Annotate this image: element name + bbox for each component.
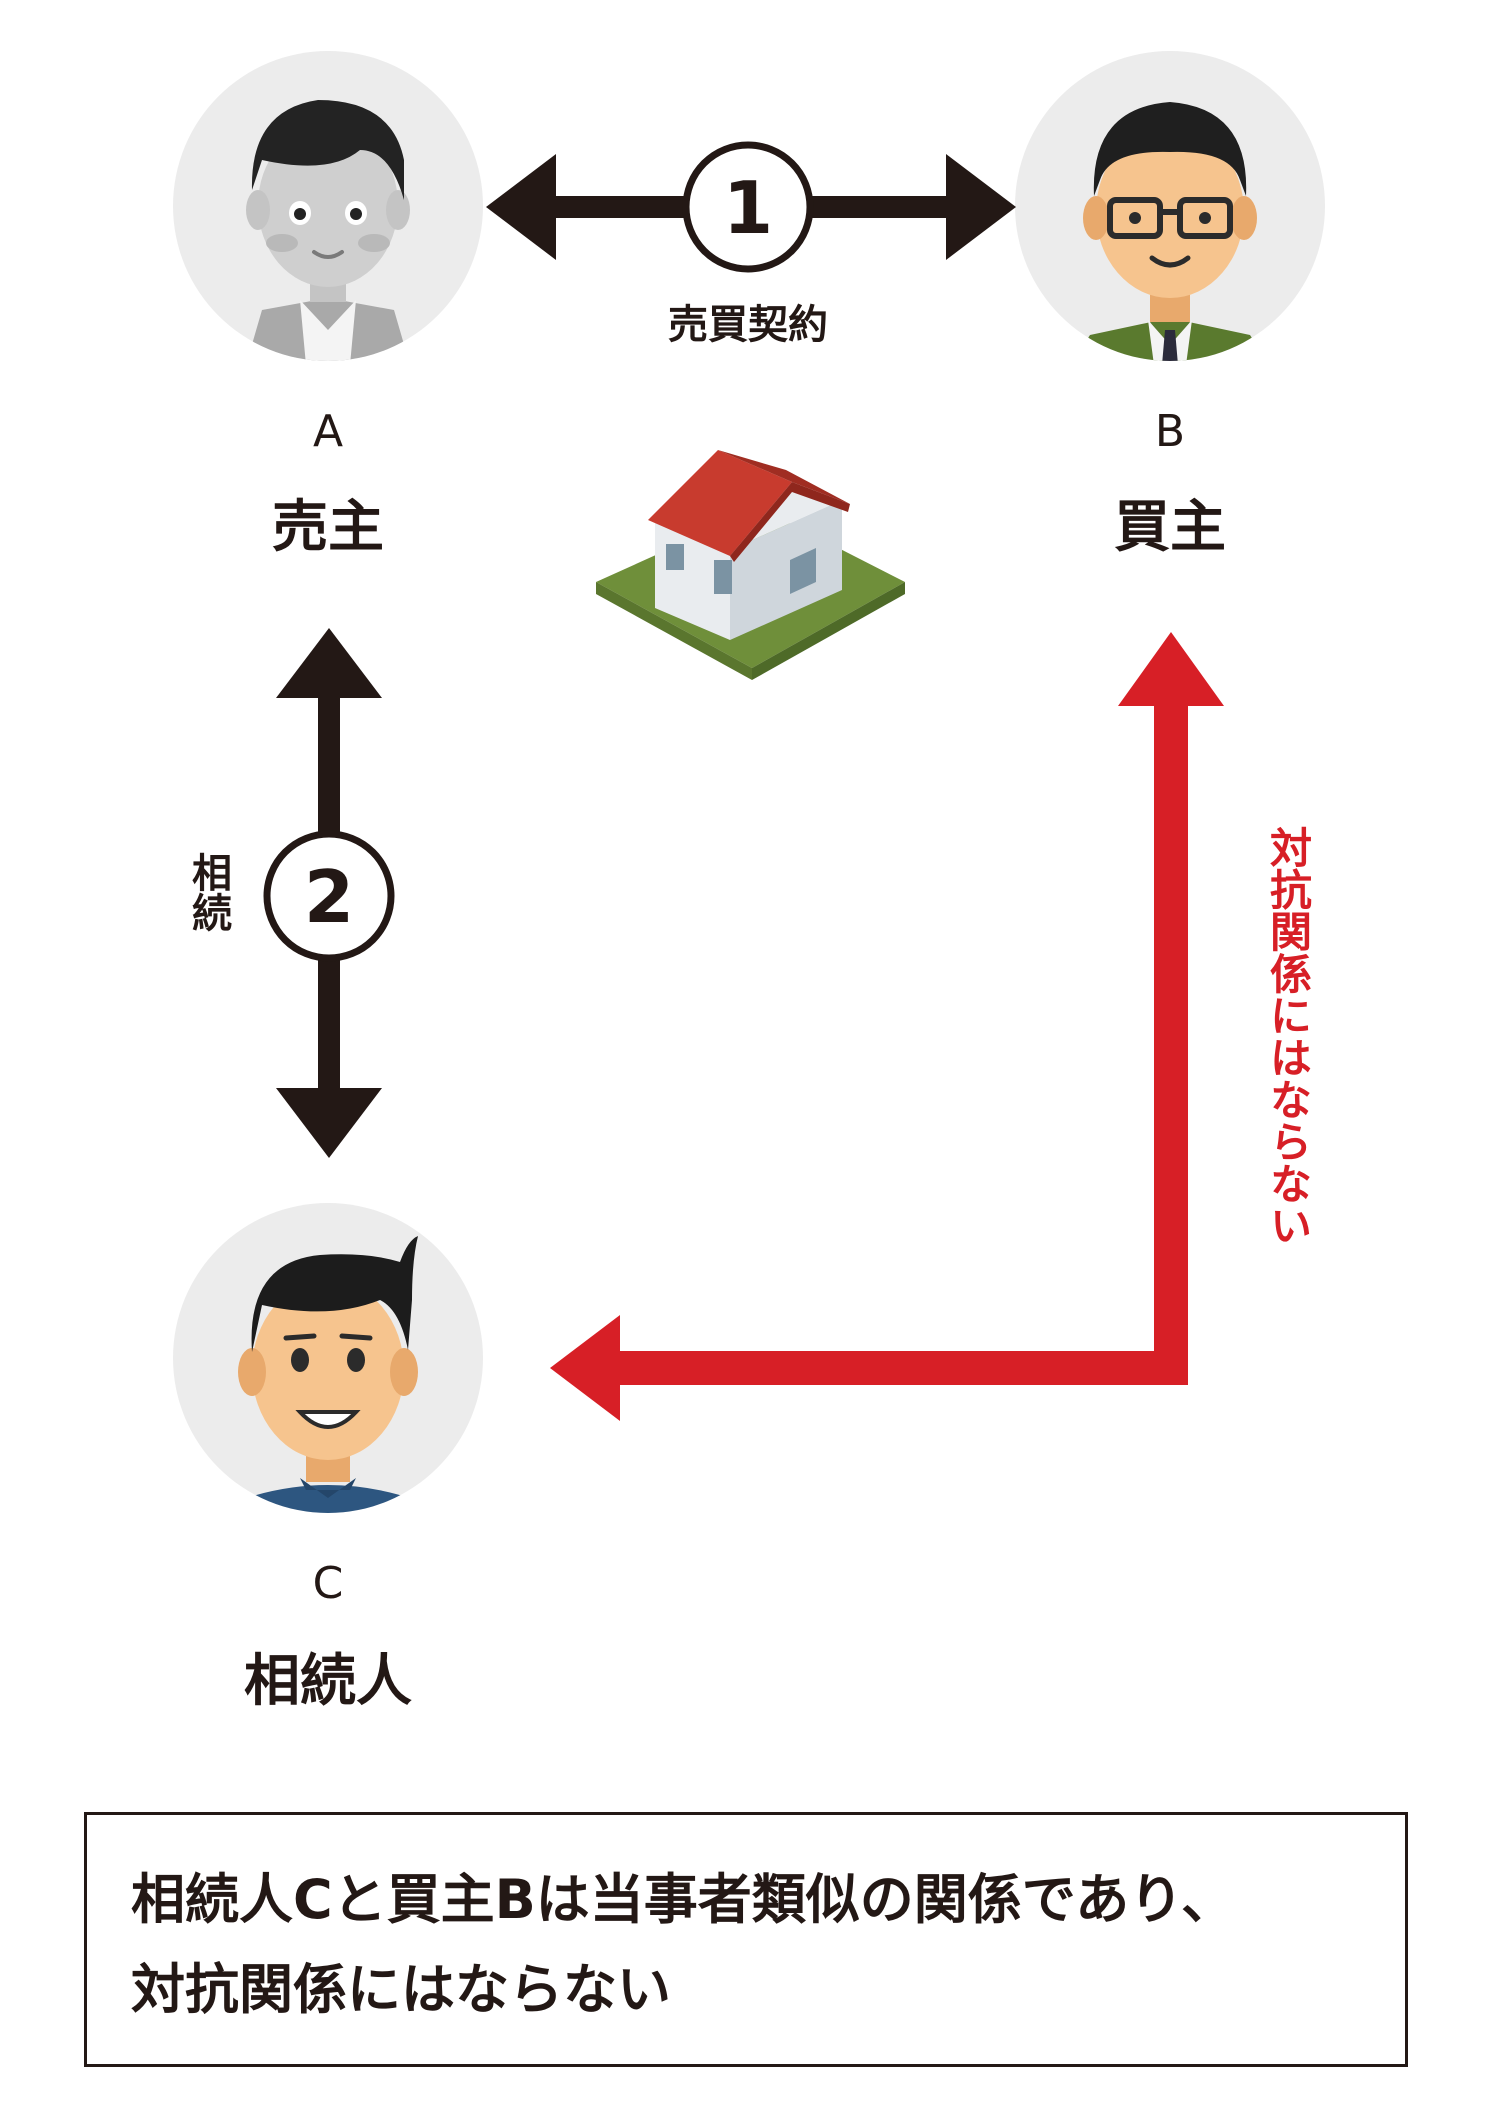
no-opposition-label: 対抗関係にはならない — [1264, 826, 1313, 1246]
heir-role: 相続人 — [244, 1649, 412, 1714]
summary-line-1: 相続人Cと買主Bは当事者類似の関係であり、 — [131, 1868, 1236, 1931]
inheritance-arrow — [263, 628, 395, 1158]
buyer-role: 買主 — [1114, 495, 1226, 560]
contract-number-circle — [682, 141, 814, 273]
no-opposition-arrow — [550, 632, 1224, 1421]
summary-box: 相続人Cと買主Bは当事者類似の関係であり、 対抗関係にはならない — [84, 1812, 1408, 2067]
inheritance-number-circle — [263, 830, 395, 962]
heir-letter: C — [313, 1558, 344, 1609]
avatar-seller — [173, 51, 483, 361]
contract-arrow — [486, 141, 1016, 273]
summary-line-2: 対抗関係にはならない — [131, 1958, 671, 2021]
avatar-buyer — [1015, 51, 1325, 361]
avatar-heir — [173, 1203, 483, 1513]
inheritance-label: 相続 — [185, 852, 232, 932]
seller-role: 売主 — [272, 495, 384, 560]
house-icon — [596, 450, 905, 680]
contract-number: 1 — [723, 166, 773, 250]
contract-label: 売買契約 — [668, 302, 828, 348]
inheritance-number: 2 — [304, 855, 354, 939]
buyer-letter: B — [1155, 406, 1185, 457]
seller-letter: A — [313, 406, 343, 457]
